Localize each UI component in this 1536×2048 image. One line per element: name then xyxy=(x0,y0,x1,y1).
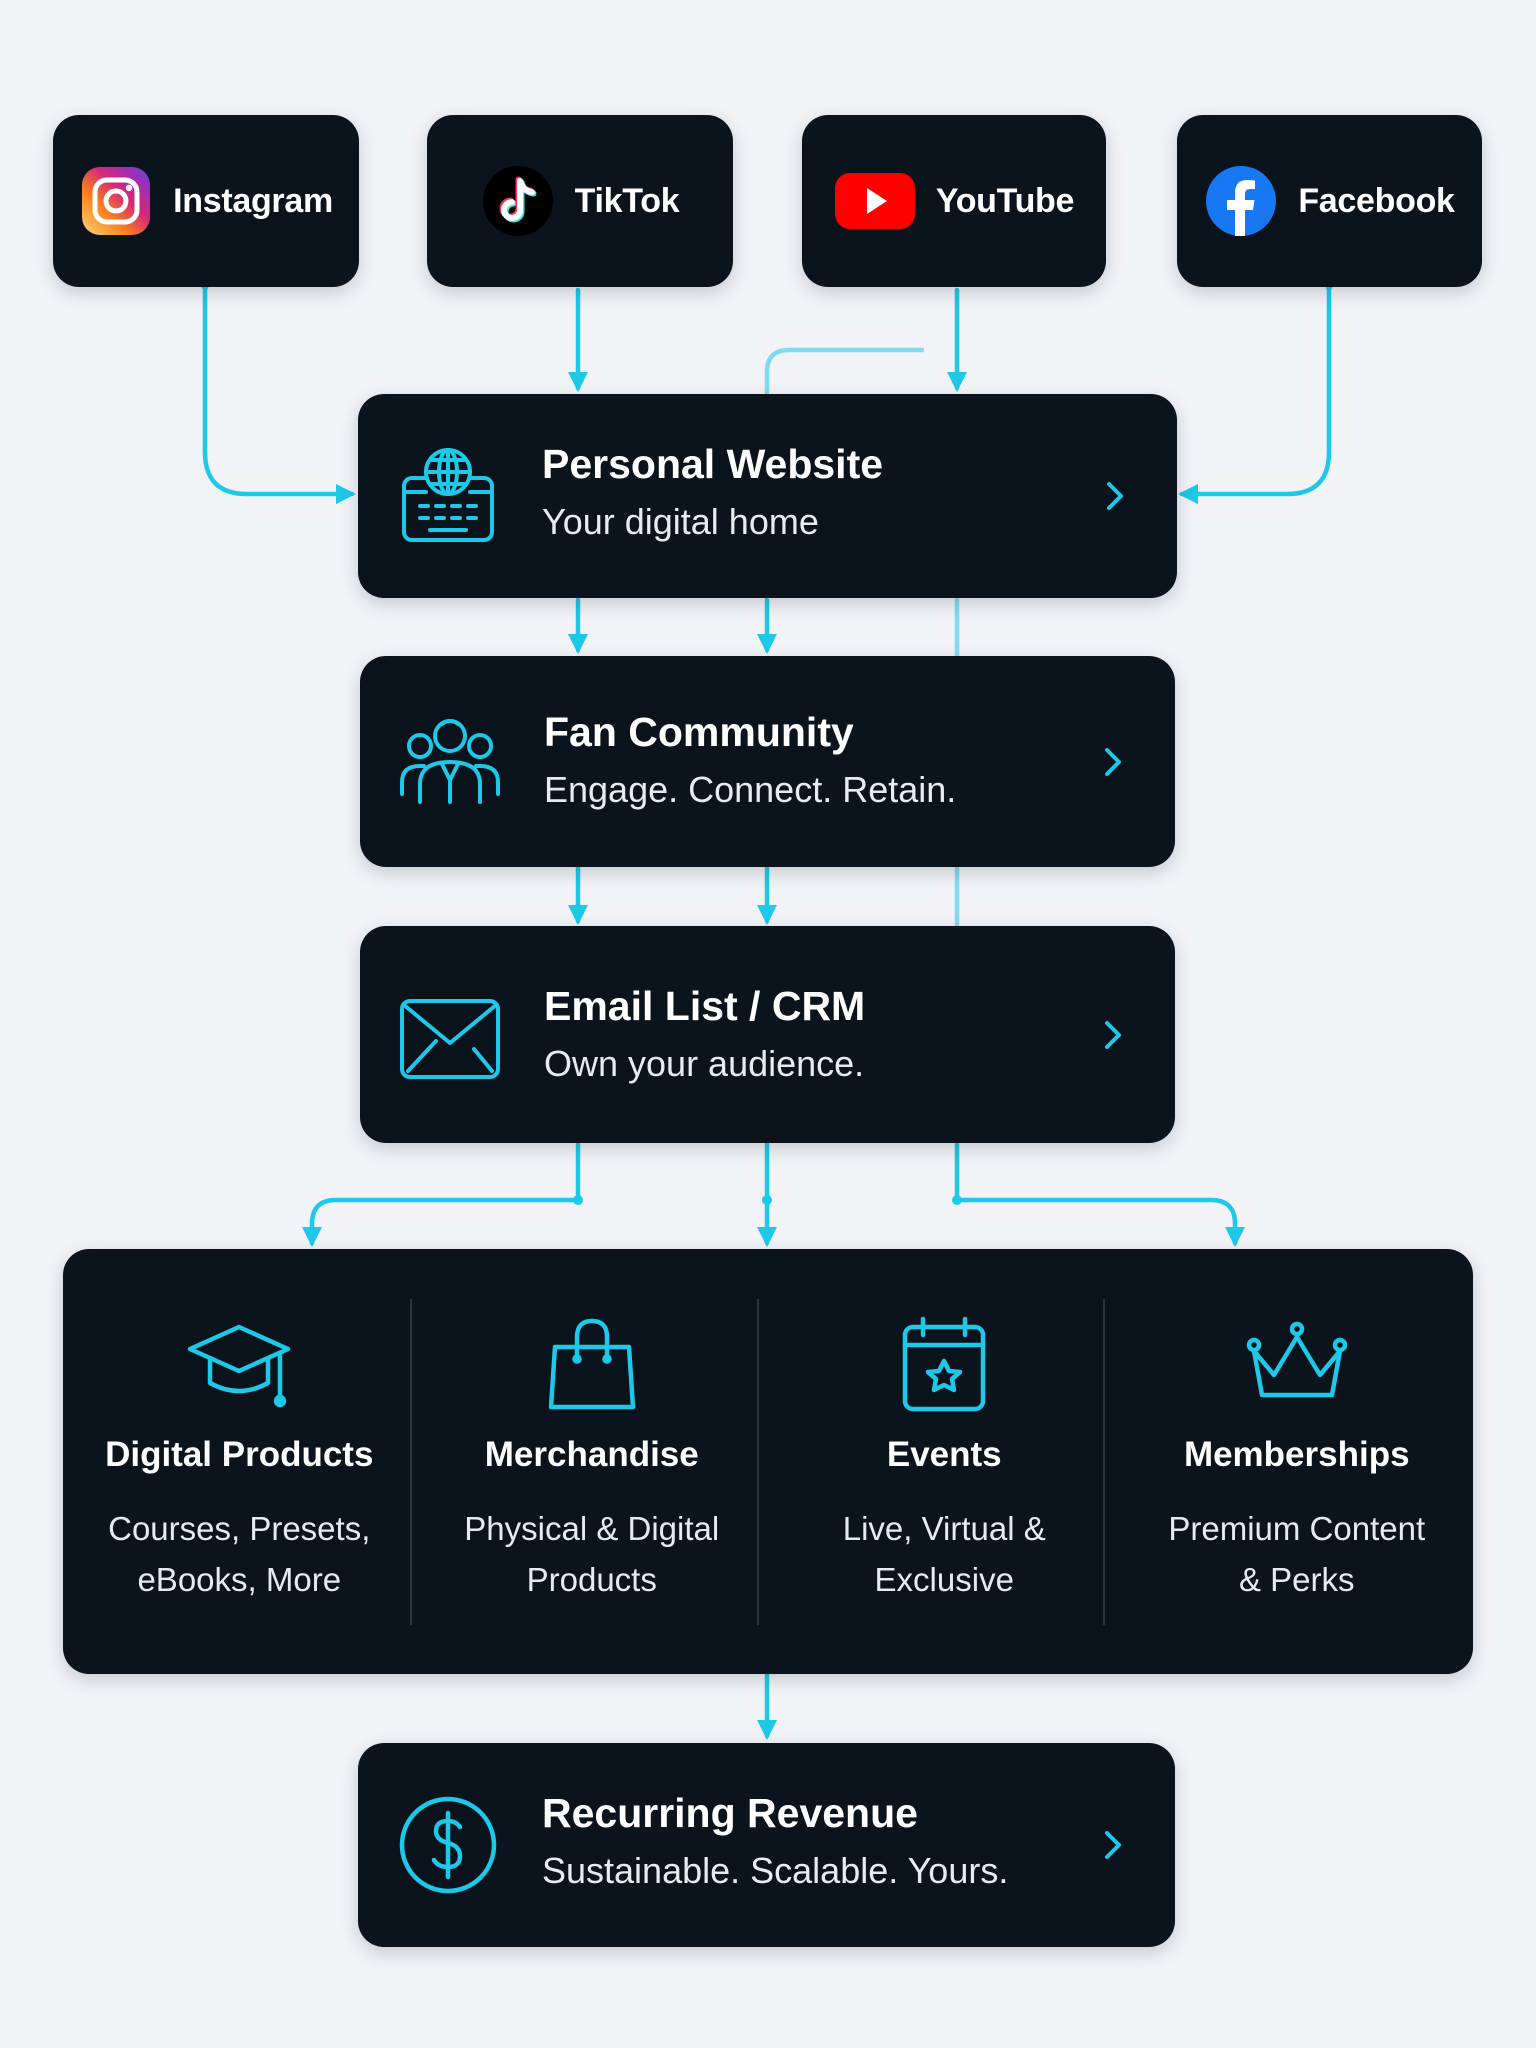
chevron-right-icon[interactable] xyxy=(1091,1823,1135,1867)
website-globe-icon xyxy=(396,444,500,548)
source-card-facebook[interactable]: Facebook xyxy=(1177,115,1482,287)
product-desc-line: & Perks xyxy=(1238,1561,1355,1598)
email-envelope-icon xyxy=(398,983,502,1087)
stage-title: Email List / CRM xyxy=(544,983,866,1029)
youtube-icon xyxy=(834,164,916,238)
junction-dot xyxy=(762,1195,772,1205)
product-desc-line: Premium Content xyxy=(1168,1510,1426,1547)
chevron-right-icon[interactable] xyxy=(1091,1013,1135,1057)
product-description: Premium Content & Perks xyxy=(1141,1503,1454,1605)
tiktok-icon xyxy=(481,164,555,238)
stage-title: Fan Community xyxy=(544,709,854,755)
column-divider xyxy=(757,1299,759,1625)
source-card-youtube[interactable]: YouTube xyxy=(802,115,1106,287)
stage-personal-website[interactable]: Personal Website Your digital home xyxy=(358,394,1177,598)
graduation-cap-icon xyxy=(188,1324,291,1408)
product-desc-line: Live, Virtual & xyxy=(842,1510,1046,1547)
stage-subtitle: Your digital home xyxy=(542,501,819,542)
connector-loop-top xyxy=(764,347,925,397)
column-divider xyxy=(1103,1299,1105,1625)
source-name: Instagram xyxy=(173,181,333,220)
column-divider xyxy=(410,1299,412,1625)
connector-facebook-website xyxy=(1177,273,1340,505)
product-desc-line: eBooks, More xyxy=(137,1561,342,1598)
community-people-icon xyxy=(398,710,502,814)
chevron-right-icon[interactable] xyxy=(1093,474,1137,518)
connector-products-left xyxy=(301,1197,581,1248)
product-title: Events xyxy=(886,1435,1002,1474)
product-title: Digital Products xyxy=(105,1435,374,1474)
source-card-tiktok[interactable]: TikTok xyxy=(427,115,733,287)
stage-subtitle: Own your audience. xyxy=(544,1043,865,1084)
product-description: Live, Virtual & Exclusive xyxy=(788,1503,1101,1605)
source-name: Facebook xyxy=(1298,181,1455,220)
source-name: TikTok xyxy=(574,181,680,220)
junction-dot xyxy=(952,1195,962,1205)
stage-recurring-revenue[interactable]: Recurring Revenue Sustainable. Scalable.… xyxy=(358,1743,1175,1947)
product-desc-line: Physical & Digital xyxy=(464,1510,720,1547)
stage-email-list-crm[interactable]: Email List / CRM Own your audience. xyxy=(360,926,1175,1143)
instagram-icon xyxy=(79,164,153,238)
source-card-instagram[interactable]: Instagram xyxy=(53,115,359,287)
stage-fan-community[interactable]: Fan Community Engage. Connect. Retain. xyxy=(360,656,1175,867)
products-panel: Digital Products Courses, Presets, eBook… xyxy=(63,1249,1473,1674)
product-desc-line: Courses, Presets, xyxy=(108,1510,371,1547)
product-memberships[interactable]: Memberships Premium Content & Perks xyxy=(1121,1249,1474,1674)
product-description: Physical & Digital Products xyxy=(436,1503,749,1605)
stage-title: Personal Website xyxy=(542,441,884,487)
calendar-star-icon xyxy=(903,1316,986,1412)
connector-instagram-website xyxy=(194,273,357,505)
product-title: Merchandise xyxy=(484,1435,699,1474)
product-merchandise[interactable]: Merchandise Physical & Digital Products xyxy=(416,1249,769,1674)
crown-icon xyxy=(1246,1321,1347,1398)
stage-title: Recurring Revenue xyxy=(542,1790,918,1836)
stage-subtitle: Sustainable. Scalable. Yours. xyxy=(542,1850,1009,1891)
junction-dot xyxy=(573,1195,583,1205)
dollar-circle-icon xyxy=(396,1793,500,1897)
stage-subtitle: Engage. Connect. Retain. xyxy=(544,769,957,810)
facebook-icon xyxy=(1204,164,1278,238)
product-desc-line: Products xyxy=(526,1561,657,1598)
chevron-right-icon[interactable] xyxy=(1091,740,1135,784)
source-name: YouTube xyxy=(935,181,1075,220)
connector-products-right xyxy=(954,1197,1246,1248)
shopping-bag-icon xyxy=(548,1318,635,1410)
product-digital-products[interactable]: Digital Products Courses, Presets, eBook… xyxy=(63,1249,416,1674)
product-desc-line: Exclusive xyxy=(874,1561,1014,1598)
product-events[interactable]: Events Live, Virtual & Exclusive xyxy=(768,1249,1121,1674)
product-description: Courses, Presets, eBooks, More xyxy=(83,1503,396,1605)
product-title: Memberships xyxy=(1183,1435,1410,1474)
